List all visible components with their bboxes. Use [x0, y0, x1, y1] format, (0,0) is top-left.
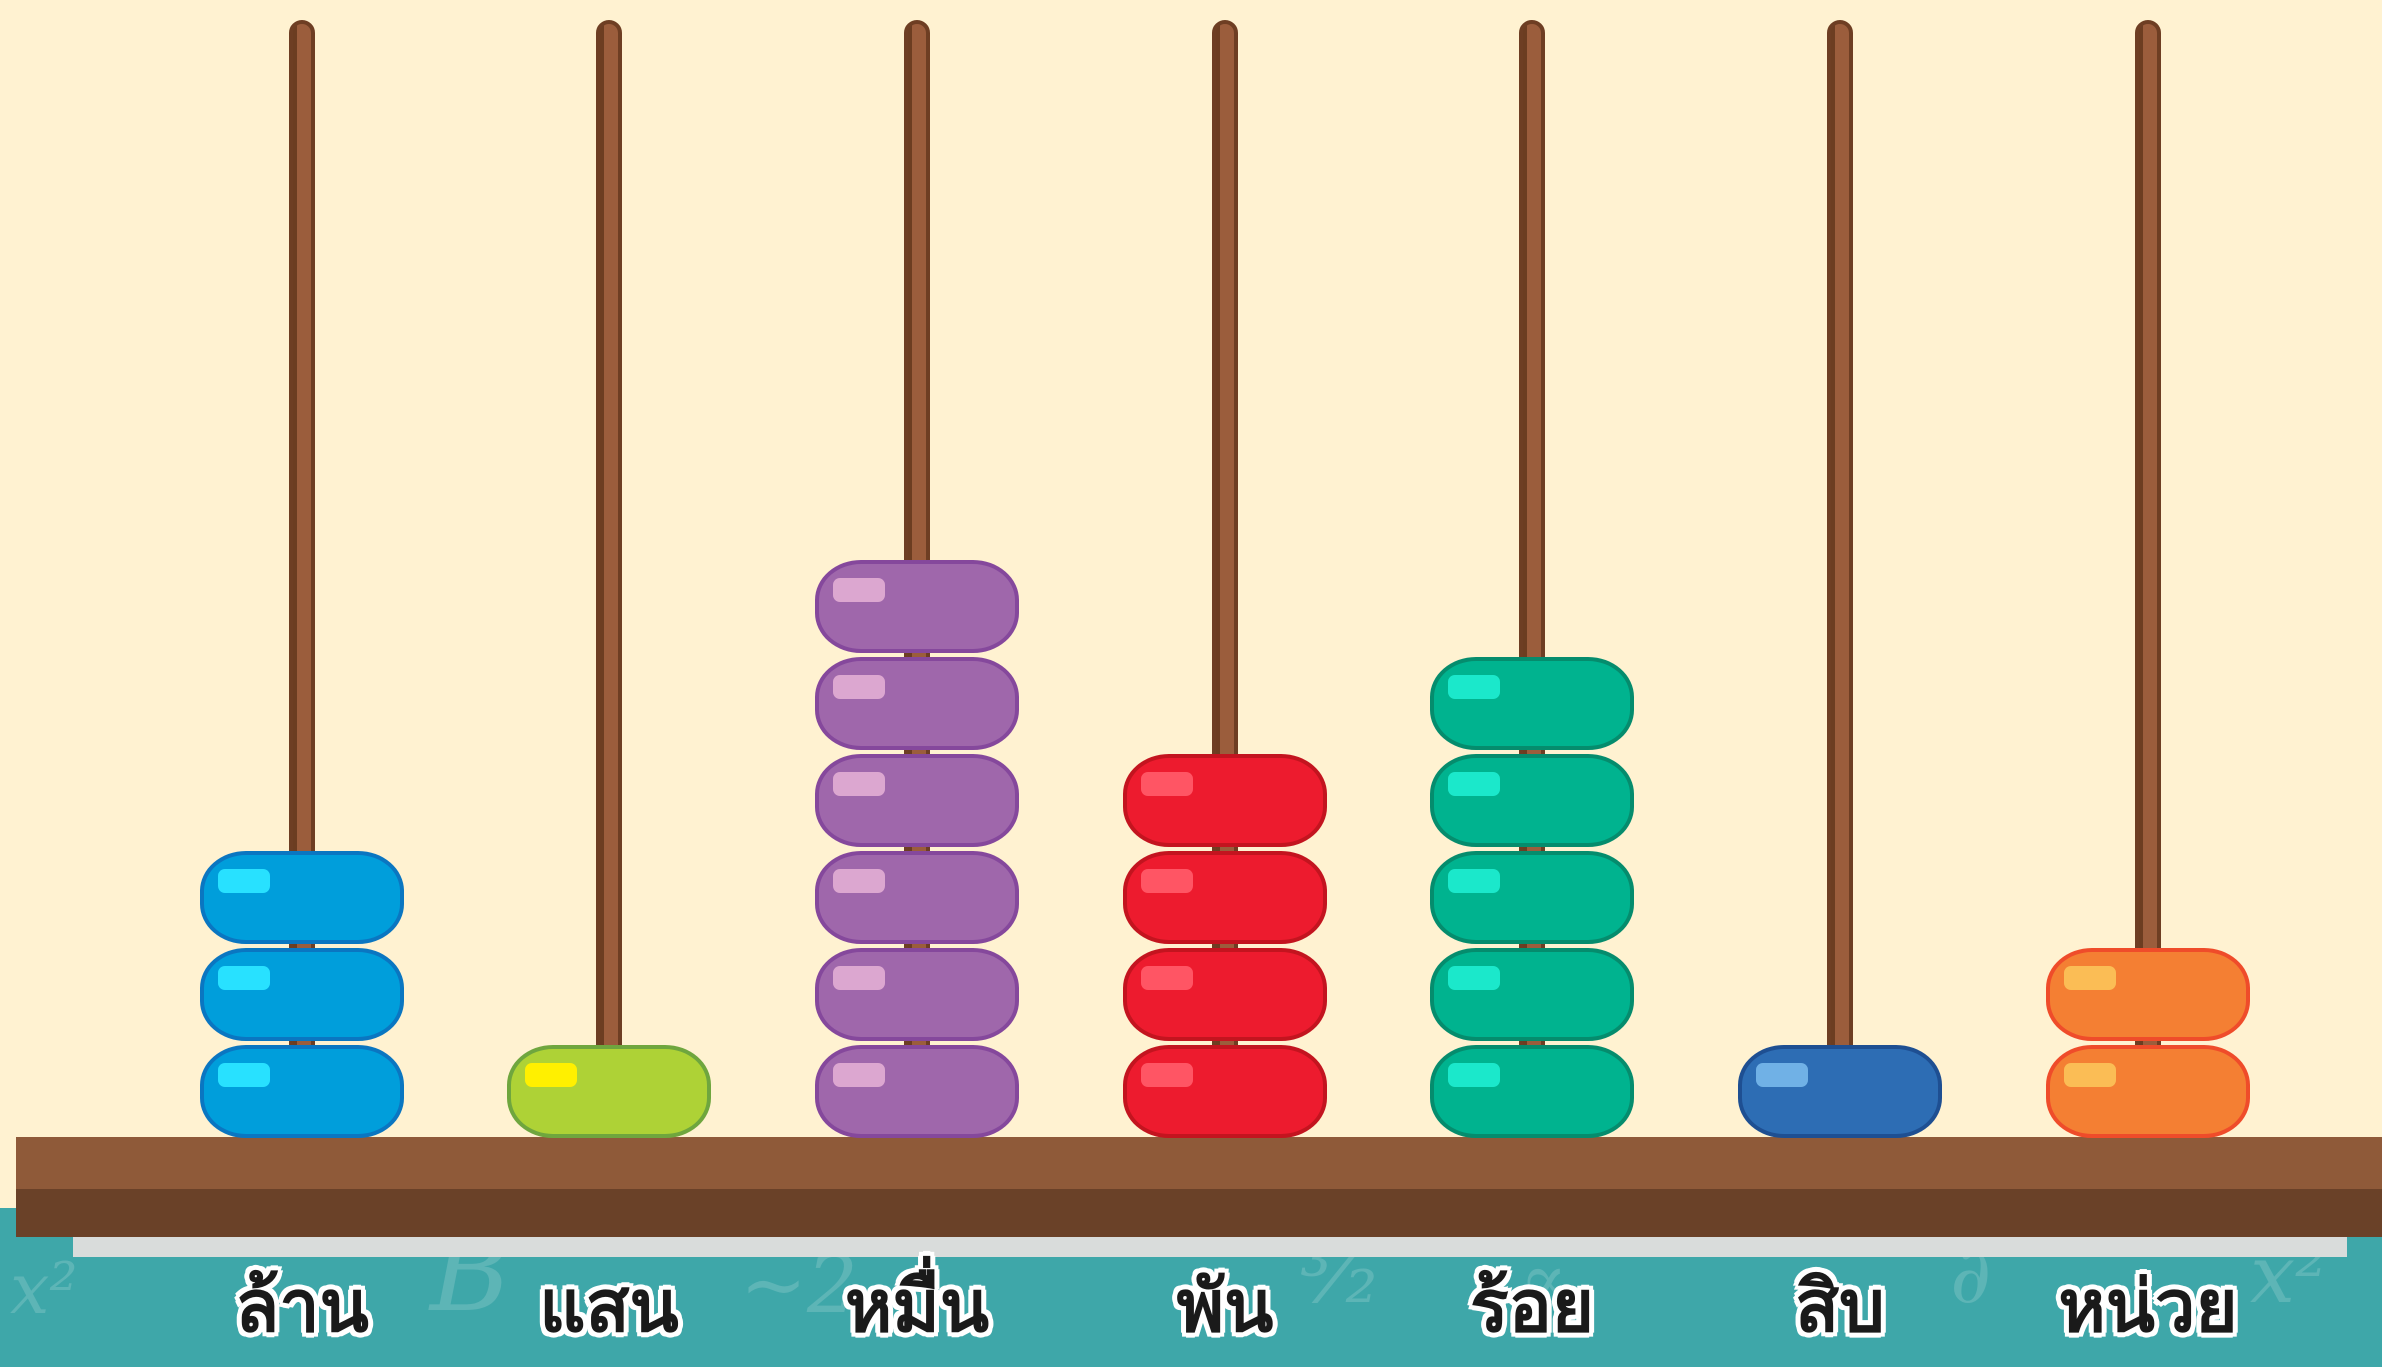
abacus-bead[interactable]: [1430, 657, 1634, 750]
place-value-label: หน่วย: [2028, 1270, 2268, 1342]
bead-highlight: [2064, 966, 2116, 990]
abacus-bead[interactable]: [1430, 1045, 1634, 1138]
bead-highlight: [1756, 1063, 1808, 1087]
abacus-bead[interactable]: [1430, 754, 1634, 847]
abacus-bead[interactable]: [1123, 948, 1327, 1041]
bead-highlight: [218, 966, 270, 990]
abacus-bead[interactable]: [2046, 1045, 2250, 1138]
bead-highlight: [1141, 772, 1193, 796]
place-value-label: พัน: [1105, 1270, 1345, 1342]
bead-highlight: [2064, 1063, 2116, 1087]
abacus-bead[interactable]: [1430, 948, 1634, 1041]
abacus-bead[interactable]: [815, 1045, 1019, 1138]
bead-highlight: [525, 1063, 577, 1087]
chalk-doodle: x²: [10, 1248, 78, 1330]
bead-highlight: [1141, 1063, 1193, 1087]
abacus-bead[interactable]: [1738, 1045, 1942, 1138]
bead-highlight: [1448, 1063, 1500, 1087]
abacus-base-front: [16, 1189, 2382, 1237]
abacus-bead[interactable]: [815, 560, 1019, 653]
abacus-bead[interactable]: [507, 1045, 711, 1138]
abacus-rod: [596, 20, 622, 1172]
bead-highlight: [833, 578, 885, 602]
bead-highlight: [1448, 675, 1500, 699]
base-shadow: [73, 1237, 2347, 1257]
bead-highlight: [218, 869, 270, 893]
abacus-rod: [1827, 20, 1853, 1172]
bead-highlight: [833, 675, 885, 699]
bead-highlight: [833, 966, 885, 990]
bead-highlight: [1141, 966, 1193, 990]
bead-highlight: [1448, 869, 1500, 893]
abacus-bead[interactable]: [1430, 851, 1634, 944]
bead-highlight: [1448, 966, 1500, 990]
abacus-bead[interactable]: [200, 948, 404, 1041]
abacus-bead[interactable]: [815, 657, 1019, 750]
bead-highlight: [833, 869, 885, 893]
bead-highlight: [833, 772, 885, 796]
abacus-bead[interactable]: [815, 948, 1019, 1041]
abacus-bead[interactable]: [815, 851, 1019, 944]
place-value-label: สิบ: [1720, 1270, 1960, 1342]
abacus-bead[interactable]: [2046, 948, 2250, 1041]
place-value-label: หมื่น: [797, 1270, 1037, 1342]
bead-highlight: [218, 1063, 270, 1087]
abacus-bead[interactable]: [1123, 754, 1327, 847]
place-value-label: ล้าน: [182, 1270, 422, 1342]
bead-highlight: [1141, 869, 1193, 893]
abacus-base: [16, 1137, 2382, 1189]
place-value-label: ร้อย: [1412, 1270, 1652, 1342]
abacus-bead[interactable]: [200, 1045, 404, 1138]
bead-highlight: [833, 1063, 885, 1087]
bead-highlight: [1448, 772, 1500, 796]
abacus-bead[interactable]: [200, 851, 404, 944]
abacus-bead[interactable]: [1123, 851, 1327, 944]
abacus-bead[interactable]: [1123, 1045, 1327, 1138]
abacus-bead[interactable]: [815, 754, 1019, 847]
place-value-label: แสน: [489, 1270, 729, 1342]
